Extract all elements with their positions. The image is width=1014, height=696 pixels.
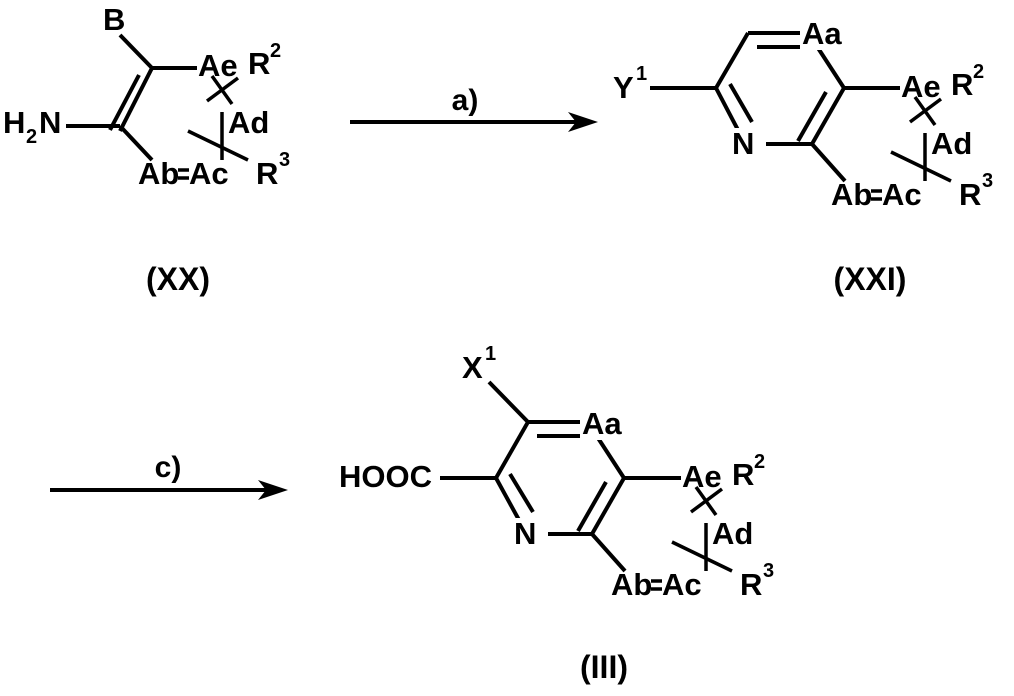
atom-label-ac-iii: Ac — [662, 567, 702, 602]
arrow-c-head — [258, 480, 288, 500]
atom-label-h2n-subscript: 2 — [26, 126, 37, 148]
bond-iii-c6-c5 — [494, 421, 530, 479]
atom-label-hooc: HOOC — [339, 459, 432, 494]
atom-label-ae: Ae — [198, 48, 238, 83]
atom-label-r3-superscript-iii: 3 — [763, 560, 774, 582]
bond-ring-n-c6-a — [714, 87, 740, 131]
atom-label-ad: Ad — [228, 105, 269, 140]
atom-label-r3-xxi: R — [959, 177, 981, 212]
bond-iii-n-c6-a — [494, 477, 521, 521]
atom-label-aa-iii: Aa — [582, 406, 622, 441]
atom-label-h2n-n: N — [39, 105, 61, 140]
arrow-a-group: a) — [350, 84, 598, 132]
bond-x1-ring — [487, 380, 530, 424]
atom-label-ac-xxi: Ac — [882, 177, 922, 212]
bond-c2-ab-xxi — [810, 142, 847, 183]
atom-label-r2-superscript-iii: 2 — [754, 451, 765, 473]
atom-label-r3: R — [256, 156, 278, 191]
atom-label-aa-iii-mask — [580, 408, 642, 440]
bond-ad-vertex-1 — [187, 129, 249, 162]
atom-label-r3-superscript-xxi: 3 — [982, 170, 993, 192]
atom-label-x1-superscript: 1 — [485, 343, 496, 365]
bond-ae-cross-2-xxi — [913, 95, 937, 127]
arrow-c-group: c) — [50, 451, 288, 500]
atom-label-aa: Aa — [802, 16, 842, 51]
atom-label-ae-xxi: Ae — [901, 69, 941, 104]
bond-c1-c2-a — [118, 67, 154, 132]
atom-label-ad-iii: Ad — [712, 516, 753, 551]
atom-label-n-iii-mask — [512, 518, 548, 552]
condition-label-c: c) — [155, 451, 182, 484]
bond-ring-c3-c2-b — [796, 91, 828, 142]
atom-label-n-mask — [730, 128, 766, 162]
bond-c2-ab — [118, 124, 154, 162]
structure-label-xxi: (XXI) — [834, 261, 907, 297]
atom-label-h2n-h: H — [3, 105, 25, 140]
atom-label-ad-xxi: Ad — [931, 126, 972, 161]
atom-label-y1-superscript: 1 — [636, 63, 647, 85]
condition-label-a: a) — [452, 84, 479, 117]
bond-c1-c2-b — [108, 74, 141, 131]
bond-ae-cross-2 — [210, 74, 234, 106]
atom-label-r2-xxi: R — [951, 67, 973, 102]
atom-label-ae-iii: Ae — [682, 459, 722, 494]
bond-iii-c2-ab — [590, 532, 627, 573]
atom-label-x1: X — [462, 350, 483, 385]
bond-ring-c6-c5 — [714, 31, 750, 90]
atom-label-r3-iii: R — [740, 567, 762, 602]
atom-label-b: B — [103, 2, 125, 37]
atom-label-ab-xxi: Ab — [831, 177, 872, 212]
structure-xxi: Y 1 Aa N Ae R 2 — [613, 16, 993, 297]
atom-label-y1: Y — [613, 70, 634, 105]
bond-ad-vertex-1-iii — [671, 540, 733, 573]
bond-iii-c3-c2-a — [590, 477, 626, 535]
atom-label-ab: Ab — [138, 156, 179, 191]
atom-label-r3-superscript: 3 — [279, 149, 290, 171]
bond-ring-n-c6-b — [728, 82, 754, 124]
atom-label-n-iii: N — [514, 516, 536, 551]
bond-iii-n-c6-b — [508, 472, 535, 514]
bond-b-c1 — [118, 33, 154, 70]
atom-label-r2-superscript-xxi: 2 — [973, 61, 984, 83]
structure-iii: X 1 Aa N HOOC Ae — [339, 343, 774, 685]
atom-label-r2-superscript: 2 — [270, 40, 281, 62]
atom-label-r2-iii: R — [732, 457, 754, 492]
structure-xx: B H 2 N Ae R 2 Ad Ab Ac — [3, 2, 290, 297]
bond-iii-c3-c2-b — [576, 481, 608, 532]
atom-label-r2: R — [248, 46, 270, 81]
bond-iii-aa-c3 — [596, 436, 626, 480]
arrow-a-head — [568, 112, 598, 132]
bond-ring-c3-c2-a — [810, 87, 846, 145]
bond-ad-vertex-1-xxi — [890, 150, 952, 183]
bond-ring-aa-c3 — [816, 46, 846, 90]
structure-label-xx: (XX) — [146, 261, 210, 297]
atom-label-n: N — [732, 126, 754, 161]
bond-ae-cross-2-iii — [694, 485, 718, 517]
atom-label-aa-mask — [800, 18, 862, 50]
structure-label-iii: (III) — [580, 649, 628, 685]
atom-label-ab-iii: Ab — [611, 567, 652, 602]
atom-label-ac: Ac — [189, 156, 229, 191]
